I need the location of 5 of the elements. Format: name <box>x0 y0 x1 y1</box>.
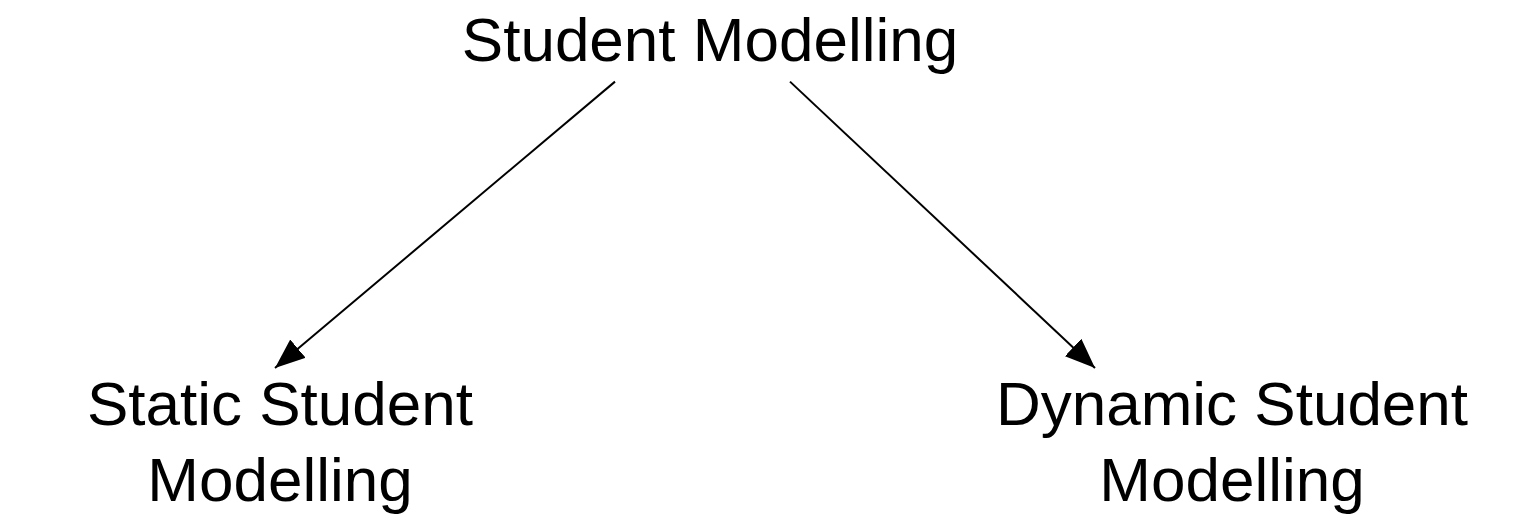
node-label: Student Modelling <box>330 2 1090 78</box>
node-label: Static Student Modelling <box>0 366 560 518</box>
arrow <box>789 80 1096 369</box>
node-label: Dynamic Student Modelling <box>950 366 1514 518</box>
arrow <box>274 80 616 369</box>
